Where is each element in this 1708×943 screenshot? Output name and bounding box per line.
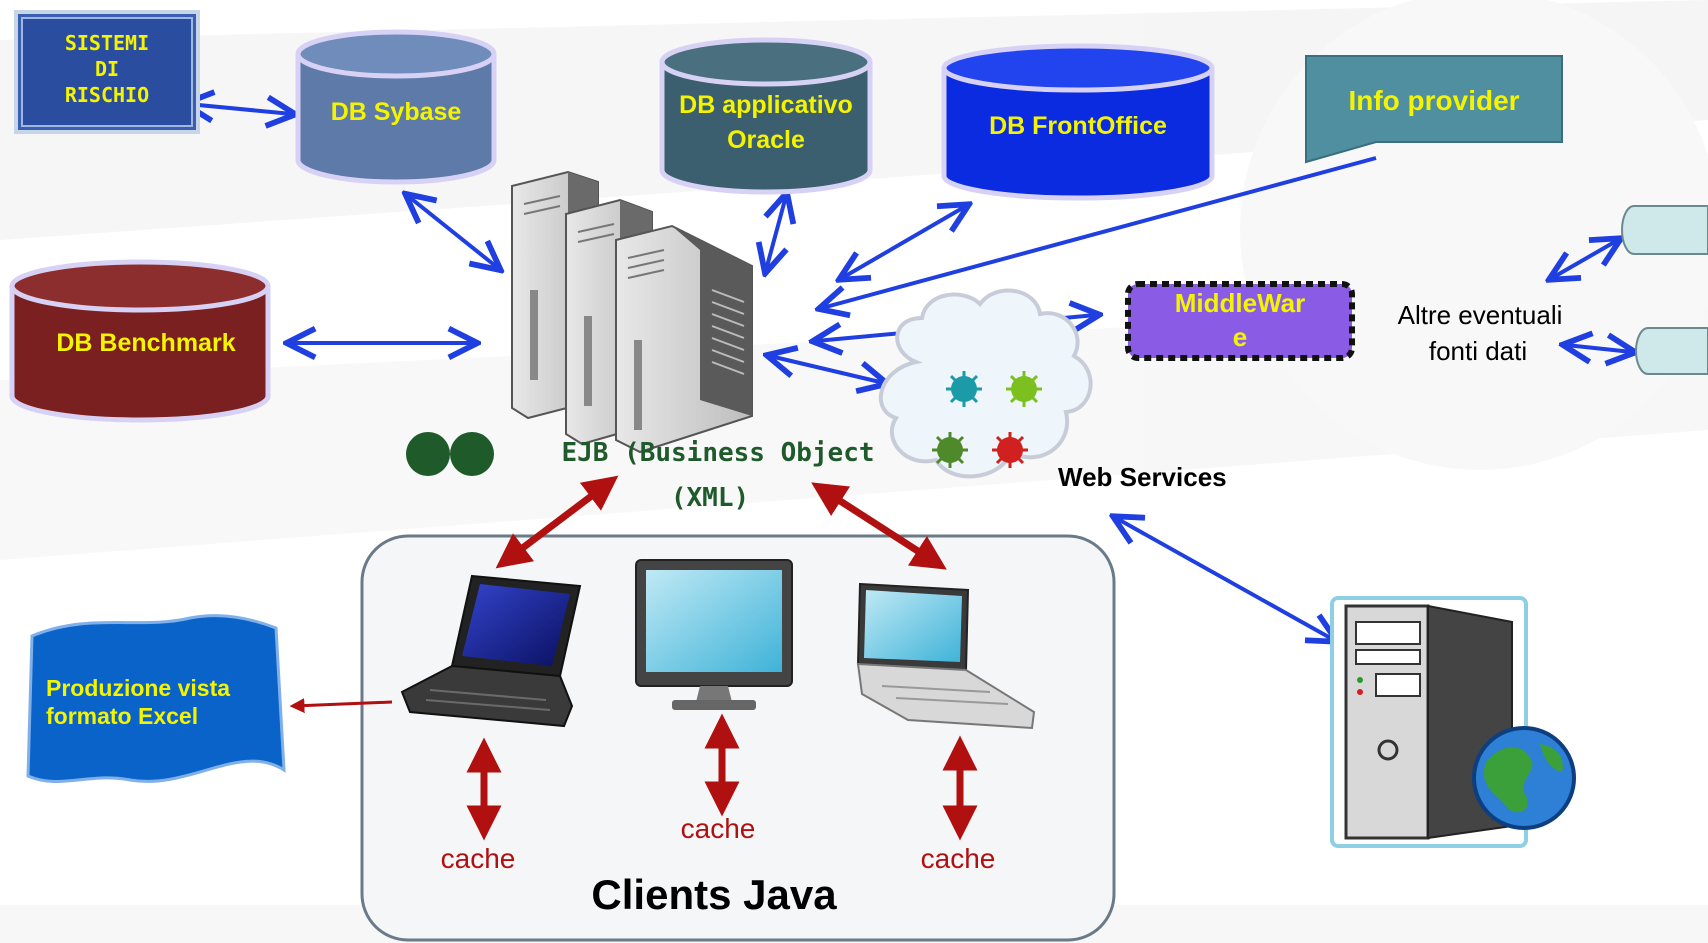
red-client-arrows [289, 475, 978, 841]
arrow-infoprovider-ejb [822, 156, 1377, 308]
arrow-altre-source1 [1552, 240, 1618, 278]
ejb-label-line2: (XML) [671, 483, 749, 513]
excel-line2: formato Excel [46, 703, 198, 729]
arrow-oracle-ejb [766, 196, 786, 270]
arrow-sistemi-sybase [188, 104, 292, 114]
ejb-label-line1: EJB (Business Object [561, 438, 874, 468]
cache-label-left: cache [441, 843, 516, 874]
altre-fonti-line1: Altre eventuali [1398, 300, 1563, 330]
monitor-icon-center [635, 559, 793, 710]
cache-label-right: cache [921, 843, 996, 874]
arrow-ejb-client-left [495, 475, 619, 569]
cache-label-center: cache [681, 813, 756, 844]
middleware-line2: e [1233, 322, 1247, 352]
db-sybase-cylinder: DB Sybase [295, 29, 497, 185]
middleware-box: MiddleWar e [1125, 281, 1355, 361]
web-services-label: Web Services [1058, 462, 1227, 492]
excel-output-document: Produzione vista formato Excel [26, 614, 286, 783]
laptop-icon-right [856, 582, 1036, 730]
arrow-webservices-ejb [770, 356, 884, 383]
db-benchmark-cylinder: DB Benchmark [9, 259, 271, 423]
info-provider-label: Info provider [1348, 85, 1519, 116]
altre-fonti-line2: fonti dati [1429, 336, 1527, 366]
sistemi-line3: RISCHIO [65, 83, 149, 107]
arrow-frontoffice-ejb [842, 206, 966, 278]
excel-line1: Produzione vista [46, 675, 230, 701]
sistemi-line2: DI [95, 57, 119, 81]
clients-java-title: Clients Java [591, 871, 837, 918]
middleware-line1: MiddleWar [1175, 288, 1305, 318]
arrow-webservices-server [1116, 518, 1334, 640]
sistemi-di-rischio-box: SISTEMI DI RISCHIO [14, 10, 200, 134]
ejb-server-icon [511, 170, 753, 454]
laptop-icon-left [400, 574, 582, 728]
arrow-ejb-client-right [811, 482, 947, 570]
db-oracle-line1: DB applicativo [679, 91, 853, 119]
db-oracle-line2: Oracle [727, 126, 805, 154]
db-sybase-label: DB Sybase [331, 98, 462, 126]
web-services-cloud [878, 288, 1093, 479]
external-source-1 [1621, 205, 1708, 255]
arrow-sybase-ejb [408, 196, 498, 268]
db-oracle-cylinder: DB applicativo Oracle [659, 37, 873, 195]
sistemi-line1: SISTEMI [65, 31, 149, 55]
arrow-altre-source2 [1566, 345, 1632, 352]
db-benchmark-label: DB Benchmark [56, 329, 235, 357]
db-frontoffice-label: DB FrontOffice [989, 112, 1167, 140]
info-provider-document: Info provider [1305, 55, 1563, 164]
service-gear-icon [932, 371, 1042, 468]
db-frontoffice-cylinder: DB FrontOffice [941, 43, 1215, 201]
external-source-2 [1635, 327, 1708, 375]
web-server-globe-icon [1330, 596, 1576, 848]
arrow-laptop-excel [289, 698, 393, 714]
ejb-indicator-dots [406, 432, 494, 476]
